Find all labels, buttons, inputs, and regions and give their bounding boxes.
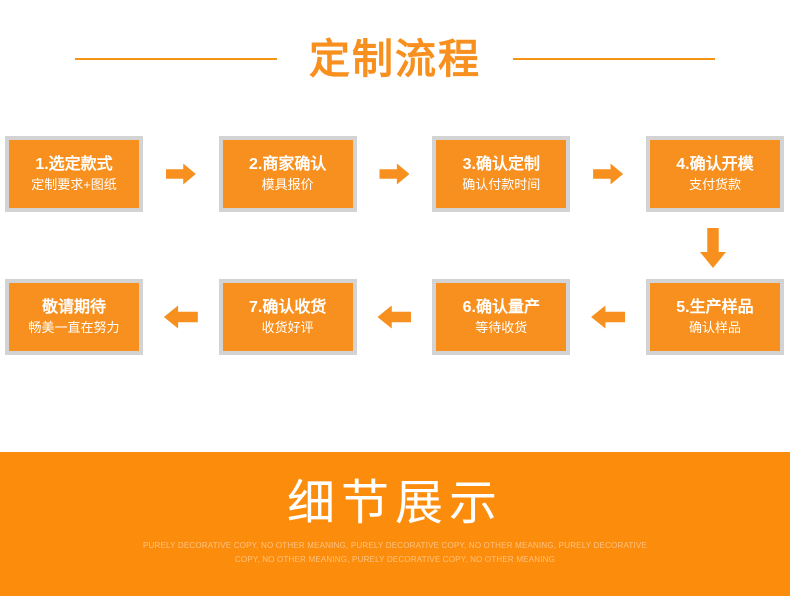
flow-step-5[interactable]: 5.生产样品 确认样品 (645, 279, 784, 355)
header-rule-right (513, 58, 715, 60)
flow-step-7[interactable]: 7.确认收货 收货好评 (218, 279, 357, 355)
flow-step-4[interactable]: 4.确认开模 支付货款 (645, 136, 784, 212)
flow-step-7-subtitle: 收货好评 (261, 320, 314, 336)
flow-step-3-title: 3.确认定制 (462, 156, 540, 174)
flow-step-1-subtitle: 定制要求+图纸 (31, 177, 117, 193)
flow-step-6-title: 6.确认量产 (462, 299, 540, 317)
header-rule-left (75, 58, 277, 60)
flow-step-7-title: 7.确认收货 (248, 299, 327, 317)
flow-step-8[interactable]: 敬请期待 畅美一直在努力 (5, 279, 143, 355)
section-header: 定制流程 (0, 28, 790, 90)
arrow-down-icon (700, 228, 726, 268)
flow-step-2-inner: 2.商家确认 模具报价 (222, 140, 353, 208)
flow-step-5-title: 5.生产样品 (676, 299, 754, 317)
flow-step-5-subtitle: 确认样品 (688, 320, 741, 336)
flow-row-2: 敬请期待 畅美一直在努力 7.确认收货 收货好评 6.确认量产 等待收货 5.生… (0, 279, 790, 355)
arrow-left-icon (377, 305, 412, 329)
flow-step-1-inner: 1.选定款式 定制要求+图纸 (9, 140, 139, 208)
flow-step-1[interactable]: 1.选定款式 定制要求+图纸 (5, 136, 143, 212)
arrow-right-icon (165, 163, 196, 185)
flow-step-3[interactable]: 3.确认定制 确认付款时间 (432, 136, 571, 212)
flow-step-6-inner: 6.确认量产 等待收货 (436, 283, 567, 351)
flow-step-2-title: 2.商家确认 (248, 156, 327, 174)
flow-step-1-title: 1.选定款式 (35, 156, 113, 174)
banner-title: 细节展示 (286, 477, 503, 530)
arrow-right-icon (379, 163, 410, 185)
page-title: 定制流程 (309, 35, 481, 82)
banner-subtitle: PURELY DECORATIVE COPY, NO OTHER MEANING… (142, 541, 647, 564)
flow-step-4-title: 4.确认开模 (676, 156, 754, 174)
arrow-right-icon (593, 163, 624, 185)
flow-step-5-inner: 5.生产样品 确认样品 (649, 283, 780, 351)
flow-step-2-subtitle: 模具报价 (261, 177, 314, 193)
flow-step-8-title: 敬请期待 (41, 299, 106, 317)
flow-step-7-inner: 7.确认收货 收货好评 (222, 283, 353, 351)
flow-step-4-subtitle: 支付货款 (688, 177, 741, 193)
detail-banner: 细节展示 PURELY DECORATIVE COPY, NO OTHER ME… (0, 452, 790, 596)
flow-step-8-inner: 敬请期待 畅美一直在努力 (9, 283, 139, 351)
flow-step-6-subtitle: 等待收货 (475, 320, 528, 336)
flow-row-1: 1.选定款式 定制要求+图纸 2.商家确认 模具报价 3.确认定制 确认付款时间… (0, 136, 790, 212)
flow-step-8-subtitle: 畅美一直在努力 (28, 320, 120, 336)
flow-step-6[interactable]: 6.确认量产 等待收货 (432, 279, 571, 355)
flow-step-3-subtitle: 确认付款时间 (462, 177, 541, 193)
arrow-left-icon (163, 305, 198, 329)
flow-step-2[interactable]: 2.商家确认 模具报价 (218, 136, 357, 212)
flow-step-4-inner: 4.确认开模 支付货款 (649, 140, 780, 208)
arrow-left-icon (591, 305, 626, 329)
flow-step-3-inner: 3.确认定制 确认付款时间 (436, 140, 567, 208)
